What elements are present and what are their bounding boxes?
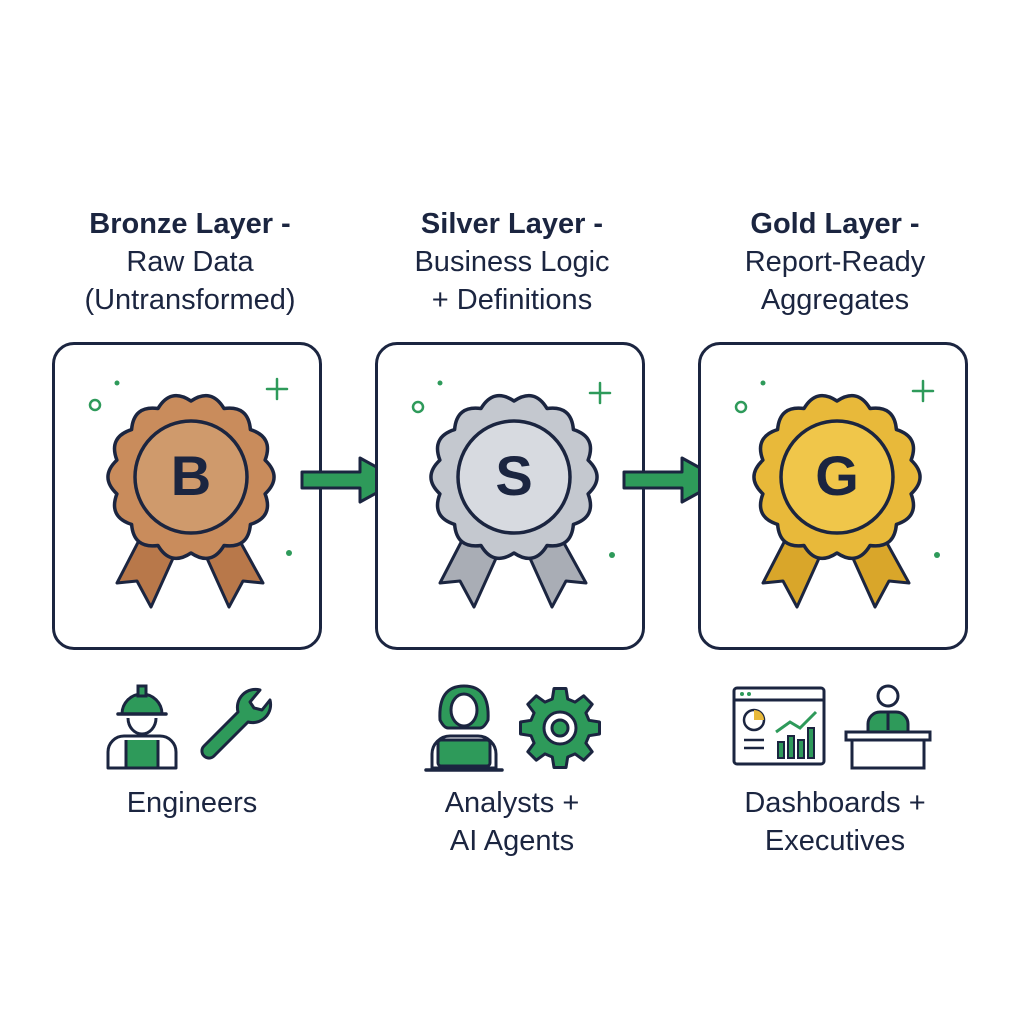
gold-badge-icon: G — [734, 379, 940, 609]
silver-badge-letter: S — [495, 444, 532, 507]
bronze-badge-letter: B — [171, 444, 211, 507]
bronze-title-line-3: (Untransformed) — [84, 284, 296, 316]
silver-audience-line-1: Analysts + — [444, 787, 580, 819]
silver-title-line-3: + Definitions — [431, 284, 593, 316]
silver-card: S — [375, 342, 645, 650]
engineer-icon — [106, 684, 178, 770]
gold-title: Gold Layer - Report-Ready Aggregates — [685, 205, 985, 319]
gold-title-line-2: Report-Ready — [744, 246, 926, 278]
gold-audience-label: Dashboards + Executives — [685, 784, 985, 860]
executive-desk-icon — [844, 684, 932, 770]
sparkle-decoration-icon — [734, 379, 940, 558]
silver-audience-label: Analysts + AI Agents — [362, 784, 662, 860]
gold-audience-line-1: Dashboards + — [744, 787, 926, 819]
bronze-title: Bronze Layer - Raw Data (Untransformed) — [40, 205, 340, 319]
bronze-title-line-2: Raw Data — [126, 246, 254, 278]
gear-icon — [519, 687, 601, 769]
silver-title-line-2: Business Logic — [414, 246, 610, 278]
silver-audience-icons — [424, 684, 601, 772]
silver-title: Silver Layer - Business Logic + Definiti… — [362, 205, 662, 319]
gold-title-line-3: Aggregates — [760, 284, 910, 316]
gold-title-line-1: Gold Layer - — [750, 208, 920, 240]
sparkle-decoration-icon — [88, 377, 292, 556]
bronze-badge-icon: B — [88, 377, 292, 609]
bronze-audience-icons — [106, 684, 273, 770]
sparkle-decoration-icon — [411, 380, 615, 558]
gold-badge-letter: G — [815, 444, 859, 507]
dashboard-chart-icon — [732, 686, 826, 766]
bronze-title-line-1: Bronze Layer - — [89, 208, 291, 240]
silver-audience-line-2: AI Agents — [449, 825, 575, 857]
gold-card: G — [698, 342, 968, 650]
bronze-audience-label: Engineers — [42, 784, 342, 822]
silver-title-line-1: Silver Layer - — [420, 208, 604, 240]
wrench-icon — [200, 687, 273, 760]
bronze-audience-line-1: Engineers — [126, 787, 258, 819]
analyst-laptop-icon — [424, 684, 504, 772]
bronze-card: B — [52, 342, 322, 650]
gold-audience-line-2: Executives — [764, 825, 906, 857]
gold-audience-icons — [732, 684, 932, 770]
silver-badge-icon: S — [411, 380, 615, 609]
